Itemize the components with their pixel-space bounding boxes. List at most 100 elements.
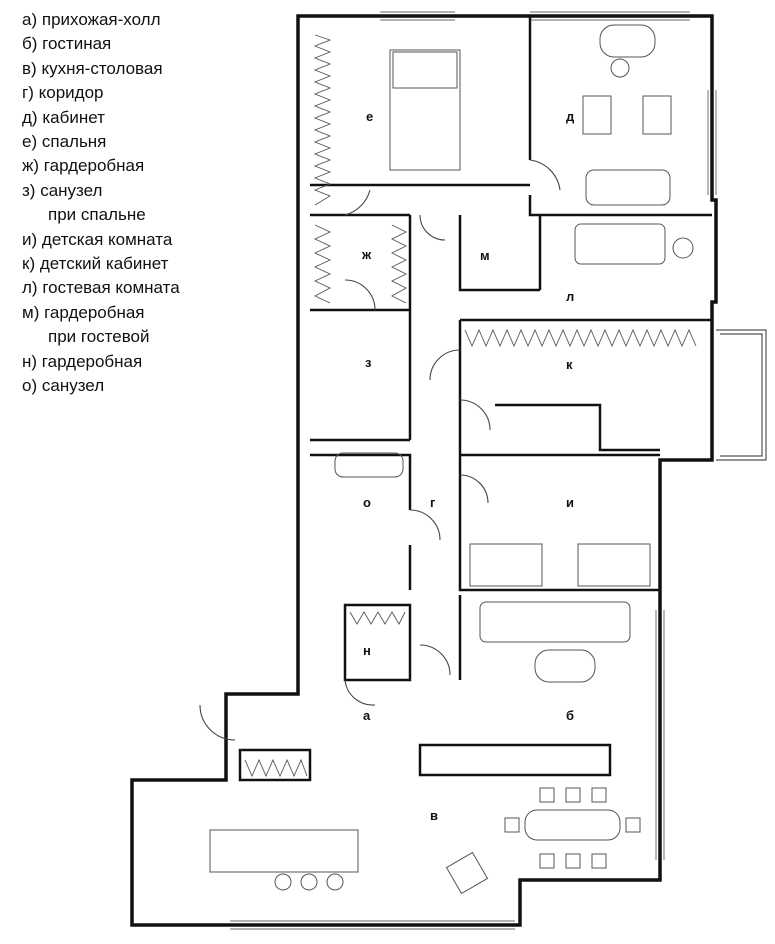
bed-kids-2	[577, 543, 651, 587]
legend-text: детская комната	[41, 229, 173, 249]
door-kids	[459, 474, 489, 504]
legend-text: кухня-столовая	[41, 58, 163, 78]
door-bedroom	[344, 189, 371, 216]
room-label-g: г	[430, 495, 436, 510]
legend-item: н) гардеробная	[22, 350, 180, 374]
dining-chair-5	[565, 853, 581, 869]
sofa-guest	[574, 223, 666, 265]
legend-text: гардеробная	[44, 302, 145, 322]
legend-item: з) санузел при спальне	[22, 179, 180, 228]
balcony-outline	[716, 329, 767, 461]
armchair-1	[582, 95, 612, 135]
door-living	[419, 644, 451, 676]
room-label-zh: ж	[361, 247, 372, 262]
wall-kids-room	[458, 453, 660, 592]
window-right-2	[655, 610, 665, 860]
legend-item: д) кабинет	[22, 106, 180, 130]
room-label-o: о	[363, 495, 371, 510]
wall-kitchen-partition	[418, 743, 612, 777]
wall-study	[528, 16, 712, 217]
sofa-living	[479, 601, 631, 643]
dining-chair-4	[539, 853, 555, 869]
hatch-zh-left	[313, 224, 332, 304]
door-kids-study	[429, 349, 461, 381]
legend-key: г)	[22, 83, 34, 103]
wall-bath-1	[310, 215, 412, 442]
room-labels: е д ж м л з к о г и н а б в	[361, 109, 575, 823]
legend-item: л) гостевая комната	[22, 276, 180, 300]
exterior-walls	[130, 14, 718, 927]
stool-3	[326, 873, 344, 891]
hatch-zh-right	[390, 224, 408, 304]
legend-text: гардеробная	[41, 351, 143, 371]
window-openings	[230, 11, 717, 930]
room-label-m: м	[480, 248, 490, 263]
room-label-k: к	[566, 357, 573, 372]
doors	[199, 159, 561, 741]
door-entrance	[199, 704, 236, 741]
window-top-2	[530, 11, 690, 21]
room-label-n: н	[363, 643, 371, 658]
bathtub	[334, 452, 404, 478]
legend-text: гостиная	[42, 34, 112, 54]
legend-key: е)	[22, 132, 38, 152]
dining-chair-6	[591, 853, 607, 869]
legend-text: гардеробная	[43, 156, 145, 176]
hatch-n	[349, 611, 406, 625]
kitchen-island	[209, 829, 359, 873]
wall-kitchen-cabinet	[238, 748, 312, 782]
wall-kids-study	[458, 318, 712, 455]
legend-key: а)	[22, 10, 38, 29]
bed-pillows	[392, 51, 458, 89]
study-table	[599, 24, 656, 58]
legend-item: е) спальня	[22, 130, 180, 154]
legend-text: санузел	[40, 180, 103, 200]
bed-kids-1	[469, 543, 543, 587]
study-chair	[610, 58, 630, 78]
legend-item: и) детская комната	[22, 228, 180, 252]
legend-item: а) прихожая-холл	[22, 8, 180, 32]
legend-text-continued: при гостевой	[48, 327, 150, 347]
legend-text: санузел	[41, 376, 105, 396]
legend-key: н)	[22, 351, 38, 371]
hatch-kitchen	[244, 758, 308, 778]
door-study	[529, 159, 561, 191]
room-label-z: з	[365, 355, 372, 370]
room-label-d: д	[566, 109, 575, 124]
wall-bath-2	[310, 453, 412, 590]
legend-key: д)	[22, 107, 38, 127]
legend-text: детский кабинет	[39, 254, 169, 274]
legend-item: в) кухня-столовая	[22, 57, 180, 81]
legend-key: в)	[22, 58, 37, 78]
room-label-i: и	[566, 495, 574, 510]
room-label-l: л	[566, 289, 574, 304]
legend-key: л)	[22, 278, 38, 298]
legend-key: з)	[22, 180, 36, 200]
legend-key: б)	[22, 34, 38, 54]
legend-key: к)	[22, 254, 36, 274]
window-bottom	[230, 920, 515, 930]
bed-bedroom	[389, 49, 461, 171]
legend-text-continued: при спальне	[48, 205, 146, 225]
legend-key: м)	[22, 302, 40, 322]
dining-chair-7	[504, 817, 520, 833]
legend-item: ж) гардеробная	[22, 154, 180, 178]
room-label-e: е	[366, 109, 373, 124]
hatch-kids-study	[464, 328, 697, 348]
door-kids-study-2	[459, 399, 491, 431]
sofa-study	[585, 169, 671, 206]
stool-2	[300, 873, 318, 891]
dining-chair-8	[625, 817, 641, 833]
outer-wall	[130, 14, 718, 927]
legend-key: о)	[22, 376, 38, 396]
room-label-v: в	[430, 808, 438, 823]
window-top-1	[380, 11, 455, 21]
wall-kids-study-bottom	[495, 403, 660, 452]
legend-item: г) коридор	[22, 81, 180, 105]
interior-walls	[238, 16, 712, 782]
armchair-2	[642, 95, 672, 135]
lamp-guest	[672, 237, 694, 259]
legend-item: к) детский кабинет	[22, 252, 180, 276]
